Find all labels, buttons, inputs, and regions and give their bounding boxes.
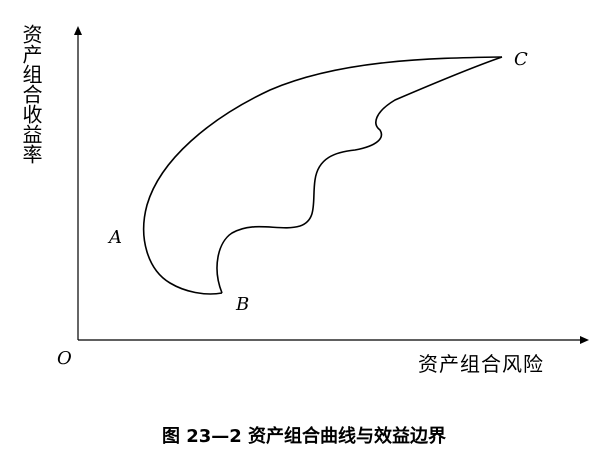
point-label-b: B <box>235 294 249 315</box>
point-label-c: C <box>514 49 528 70</box>
figure-caption: 图 23—2 资产组合曲线与效益边界 <box>161 426 447 447</box>
efficient-frontier-curve <box>143 56 503 295</box>
origin-label: O <box>57 348 72 369</box>
feasible-set-lower-boundary <box>216 56 503 294</box>
point-label-a: A <box>107 227 122 248</box>
y-axis-label: 资产组合收益率 <box>19 24 43 164</box>
x-axis-label: 资产组合风险 <box>418 352 544 376</box>
